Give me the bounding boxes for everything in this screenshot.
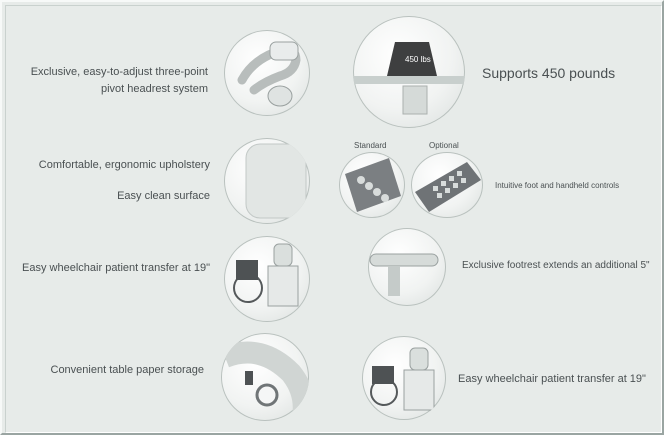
paper-storage-caption: Convenient table paper storage <box>50 364 205 376</box>
weight-badge: 450 lbs <box>405 55 431 64</box>
optional-controller-image <box>411 152 483 218</box>
footrest-image <box>368 228 446 306</box>
transfer-left-caption: Easy wheelchair patient transfer at 19" <box>22 262 210 274</box>
controls-caption: Intuitive foot and handheld controls <box>495 181 620 190</box>
footrest-caption: Exclusive footrest extends an additional… <box>462 260 650 271</box>
standard-controller-image <box>339 152 405 218</box>
wheelchair-transfer-image-right <box>362 336 446 420</box>
wheelchair-transfer-image-left <box>224 236 310 322</box>
headrest-caption: Exclusive, easy-to-adjust three-point pi… <box>30 66 208 95</box>
supports-caption: Supports 450 pounds <box>482 65 616 81</box>
inner-border <box>5 5 662 433</box>
paper-storage-image <box>221 333 309 421</box>
transfer-right-caption: Easy wheelchair patient transfer at 19" <box>458 373 646 385</box>
optional-label: Optional <box>429 141 459 150</box>
clean-surface-caption: Easy clean surface <box>117 190 210 202</box>
upholstery-caption: Comfortable, ergonomic upholstery <box>38 159 210 171</box>
standard-label: Standard <box>354 141 387 150</box>
upholstery-image <box>224 138 310 224</box>
weight-capacity-image: 450 lbs <box>353 16 465 128</box>
headrest-image <box>224 30 310 116</box>
